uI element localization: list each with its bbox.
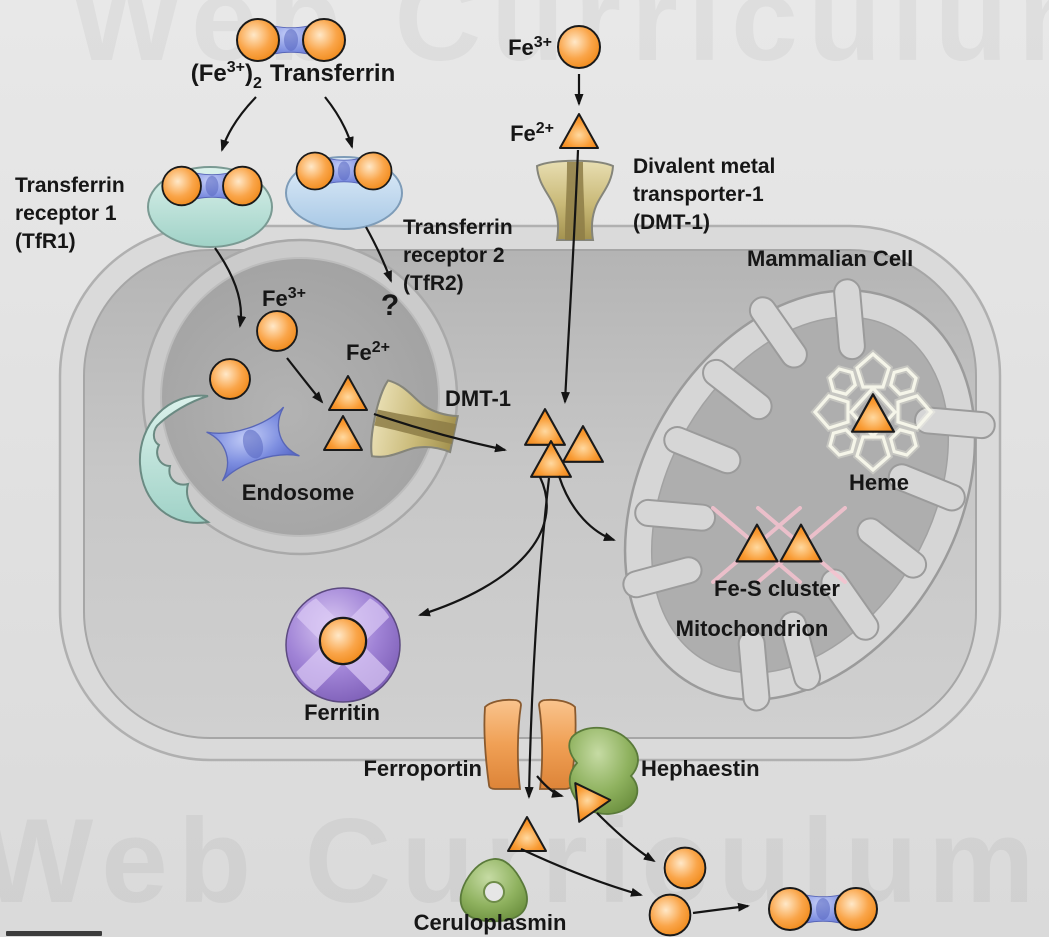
arrow-tf-to-tfr2: [324, 96, 354, 149]
label-endosome: Endosome: [242, 480, 354, 505]
label-ferritin: Ferritin: [304, 700, 380, 725]
label-ceruloplasmin: Ceruloplasmin: [414, 910, 567, 935]
arrow-dmt1-to-cytosol: [560, 149, 580, 404]
arrow-fe3-to-transferrin: [692, 902, 750, 915]
arrow-hephaestin-to-fe3: [596, 812, 656, 863]
ferroportin-channel: [483, 698, 577, 790]
endosome-vesicle: [141, 238, 459, 556]
label-fe3-top: Fe3+: [508, 34, 552, 60]
plasma-fe3-1: [663, 846, 707, 890]
flow-arrows: [214, 74, 750, 915]
label-fes-cluster: Fe-S cluster: [714, 576, 840, 601]
endosome-fe3-ion-1: [256, 310, 298, 352]
arrow-tfr1-to-endosome: [214, 247, 247, 328]
arrow-endosome-fe3-to-fe2: [286, 357, 324, 404]
label-mammalian-cell: Mammalian Cell: [747, 246, 913, 271]
label-dmt1-line3: (DMT-1): [633, 211, 710, 234]
label-hephaestin: Hephaestin: [641, 756, 760, 781]
arrow-endosome-dmt1-out: [373, 412, 507, 453]
arrow-pool-to-mitochondrion: [557, 475, 616, 542]
ceruloplasmin-protein: [459, 858, 528, 923]
ferritin-sphere: [285, 587, 401, 703]
arrow-ceruloplasmin-oxidation: [520, 848, 643, 897]
arrow-ferroportin-to-hephaestin: [536, 775, 564, 798]
label-endosome-fe2: Fe2+: [346, 339, 390, 365]
ceruloplasmin-hole: [483, 881, 505, 903]
fe3-ion-top: [557, 25, 601, 69]
label-fe2-top: Fe2+: [510, 120, 554, 146]
recycled-tfr1-crescent: [138, 394, 211, 524]
label-tfr2-line2: receptor 2: [403, 244, 505, 267]
apo-transferrin: [205, 406, 301, 482]
label-dmt1-line2: transporter-1: [633, 183, 764, 206]
label-endosome-fe3: Fe3+: [262, 285, 306, 311]
label-mitochondrion: Mitochondrion: [676, 616, 829, 641]
endosome-fe3-ion-2: [209, 358, 251, 400]
label-dmt1-short: DMT-1: [445, 386, 511, 411]
arrow-tf-to-tfr1: [220, 96, 257, 152]
label-ferroportin: Ferroportin: [363, 756, 482, 781]
label-dmt1-line1: Divalent metal: [633, 155, 775, 178]
label-heme: Heme: [849, 470, 909, 495]
ferritin-stored-iron: [318, 616, 368, 666]
label-tfr1-line1: Transferrin: [15, 174, 125, 197]
plasma-fe3-2: [648, 893, 692, 937]
arrow-pool-to-ferroportin: [524, 477, 551, 799]
label-tfr1-line2: receptor 1: [15, 202, 117, 225]
label-question-mark: ?: [381, 289, 399, 322]
arrow-tfr2-unknown: [365, 226, 393, 283]
label-tfr2-line1: Transferrin: [403, 216, 513, 239]
corner-artifact: [6, 931, 102, 936]
label-tfr2-line3: (TfR2): [403, 272, 464, 295]
label-tfr1-line3: (TfR1): [15, 230, 76, 253]
mitochondrion-cristae: [622, 278, 996, 712]
